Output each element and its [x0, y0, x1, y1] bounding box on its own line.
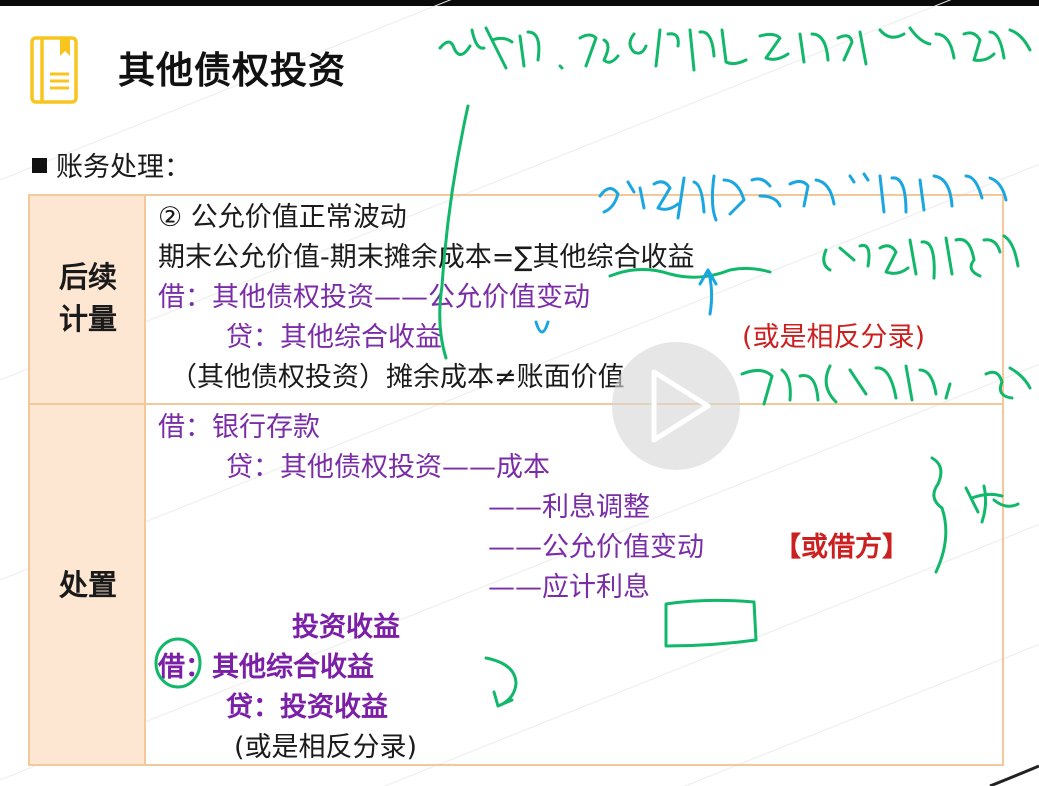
debit-entry: 借：银行存款: [158, 412, 320, 443]
entry-line: （其他债权投资）摊余成本≠账面价值: [170, 362, 625, 393]
debit-entry: 借：其他债权投资——公允价值变动: [158, 282, 590, 313]
row-divider: [30, 403, 1002, 405]
video-top-bar: [0, 0, 1039, 6]
debit-entry-bold: 借：其他综合收益: [158, 652, 374, 683]
presenter-pen-edge: [989, 764, 1039, 786]
section-label: 账务处理：: [32, 145, 191, 184]
credit-entry-bold: 投资收益: [292, 612, 400, 643]
credit-entry: 贷：其他债权投资——成本: [226, 452, 550, 483]
label-column: [30, 196, 146, 764]
square-bullet-icon: [32, 158, 47, 173]
credit-entry: 贷：其他综合收益: [226, 322, 442, 353]
credit-sub-entry: ——应计利息: [488, 572, 650, 603]
entry-line: ② 公允价值正常波动: [158, 202, 407, 233]
credit-sub-entry: ——利息调整: [488, 492, 650, 523]
slide-title: 其他债权投资: [118, 49, 346, 92]
video-play-button[interactable]: [612, 342, 740, 470]
credit-sub-entry: ——公允价值变动: [488, 532, 704, 563]
row-label-subsequent-measurement: 后续 计量: [58, 260, 117, 336]
entry-line: 期末公允价值-期末摊余成本=∑其他综合收益: [158, 242, 695, 273]
or-debit-note: 【或借方】: [774, 532, 909, 563]
ink-stroke-top-note: [438, 26, 1032, 72]
row-label-disposal: 处置: [58, 568, 117, 602]
play-icon: [651, 369, 711, 443]
credit-entry-bold: 贷：投资收益: [226, 692, 388, 723]
reverse-entry-note: (或是相反分录): [742, 322, 926, 353]
accounting-table: 后续 计量 处置 ② 公允价值正常波动 期末公允价值-期末摊余成本=∑其他综合收…: [28, 194, 1004, 766]
notebook-icon: [30, 36, 78, 104]
entry-line: (或是相反分录): [234, 732, 418, 763]
